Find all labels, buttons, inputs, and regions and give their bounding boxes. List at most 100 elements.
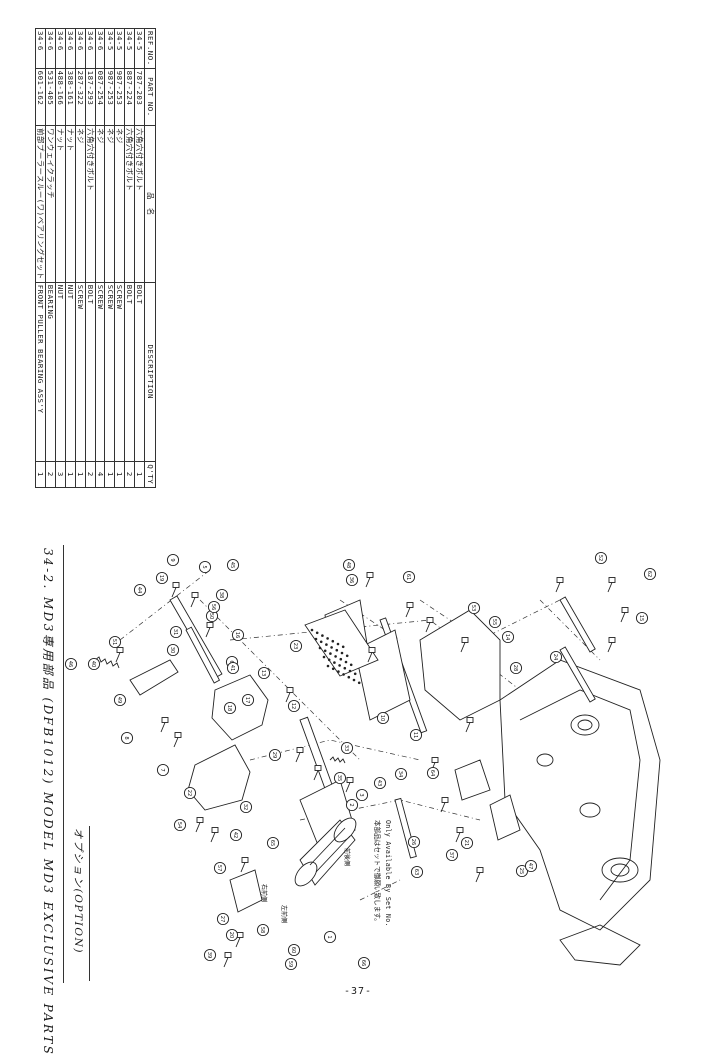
callout-38: 38 — [215, 588, 229, 602]
callout-number: 58 — [259, 927, 265, 934]
bolt — [160, 717, 169, 733]
callout-number: 29 — [271, 752, 277, 759]
bolt — [171, 582, 180, 598]
plate-hole — [336, 642, 340, 646]
callout-number: 8 — [123, 736, 129, 739]
callout-33: 33 — [340, 741, 354, 755]
callout-number: 22 — [186, 790, 192, 797]
callout-10: 10 — [376, 711, 390, 725]
bolt — [455, 827, 464, 843]
callout-17: 17 — [241, 693, 255, 707]
callout-63: 63 — [410, 865, 424, 879]
exploded-parts-diagram: 左前側 前後側 右前側 1235678910111213141516171819… — [64, 551, 661, 971]
title-underline — [63, 545, 65, 983]
callout-number: 56 — [210, 604, 216, 611]
callout-number: 28 — [512, 665, 518, 672]
bolt — [465, 717, 474, 733]
callout-number: 18 — [226, 705, 232, 712]
plate-hole — [341, 645, 345, 649]
callout-8: 8 — [120, 731, 134, 745]
callout-42: 42 — [229, 828, 243, 842]
label-right-front: 右前側 — [260, 884, 268, 902]
callout-number: 3 — [358, 793, 364, 796]
callout-number: 15 — [638, 615, 644, 622]
plate-hole — [340, 651, 344, 655]
plate-hole — [335, 648, 339, 652]
callout-number: 2 — [348, 803, 354, 806]
callout-number: 31 — [172, 629, 178, 636]
callout-number: 61 — [405, 574, 411, 581]
callout-56: 56 — [207, 600, 221, 614]
callout-number: 30 — [169, 647, 175, 654]
callout-number: 14 — [504, 634, 510, 641]
callout-50: 50 — [205, 609, 219, 623]
callout-number: 26 — [410, 839, 416, 846]
plate-hole — [315, 631, 319, 635]
callout-51: 51 — [108, 635, 122, 649]
callout-number: 32 — [242, 804, 248, 811]
plate-hole — [334, 655, 337, 658]
callout-22: 22 — [183, 786, 197, 800]
callout-55: 55 — [488, 615, 502, 629]
callout-number: 10 — [379, 715, 385, 722]
callout-number: 44 — [136, 587, 142, 594]
plate-hole — [326, 637, 329, 640]
plate-hole — [357, 681, 361, 685]
callout-26: 26 — [407, 835, 421, 849]
callout-number: 63 — [413, 869, 419, 876]
plate-hole — [338, 664, 341, 667]
callout-number: 62 — [646, 571, 652, 578]
callout-number: 19 — [158, 575, 164, 582]
bolt — [425, 617, 434, 633]
bolt — [345, 777, 354, 793]
plate-hole — [321, 634, 324, 637]
callout-49: 49 — [113, 693, 127, 707]
callout-31: 31 — [169, 625, 183, 639]
callout-24: 24 — [549, 650, 563, 664]
plate-hole — [318, 646, 322, 650]
callout-27: 27 — [216, 912, 230, 926]
bolt — [173, 732, 182, 748]
plate-hole — [322, 655, 326, 659]
callout-number: 13 — [260, 670, 266, 677]
bolt — [295, 747, 304, 763]
callout-number: 34 — [397, 771, 403, 778]
callout-29: 29 — [268, 748, 282, 762]
bolt — [555, 577, 564, 593]
bolt — [607, 577, 616, 593]
plate-hole — [331, 667, 335, 671]
callout-number: 33 — [343, 745, 349, 752]
plate-hole — [344, 660, 348, 664]
callout-64: 64 — [426, 766, 440, 780]
plate-hole — [348, 669, 352, 673]
callout-11: 11 — [409, 728, 423, 742]
plate-hole — [323, 649, 327, 653]
callout-number: 55 — [491, 619, 497, 626]
callout-44: 44 — [133, 583, 147, 597]
bolt — [405, 602, 414, 618]
callout-number: 53 — [470, 605, 476, 612]
callout-number: 42 — [232, 832, 238, 839]
plate-hole — [325, 643, 328, 646]
callout-7: 7 — [156, 763, 170, 777]
callout-number: 36 — [348, 577, 354, 584]
callout-14: 14 — [501, 630, 515, 644]
callout-46: 46 — [64, 657, 78, 671]
plate-hole — [347, 675, 351, 679]
callout-9: 9 — [166, 553, 180, 567]
plate-hole — [326, 664, 330, 668]
callout-number: 54 — [176, 822, 182, 829]
callout-15: 15 — [635, 611, 649, 625]
callout-20: 20 — [225, 928, 239, 942]
callout-18: 18 — [223, 701, 237, 715]
plate-hole — [331, 639, 335, 643]
bolt — [195, 817, 204, 833]
callout-number: 23 — [292, 643, 298, 650]
callout-number: 60 — [290, 947, 296, 954]
label-front-rear: 前後側 — [343, 848, 351, 866]
callout-52: 52 — [594, 551, 608, 565]
bolt — [460, 637, 469, 653]
bolt — [365, 572, 374, 588]
callout-23: 23 — [289, 639, 303, 653]
callout-number: 57 — [216, 865, 222, 872]
